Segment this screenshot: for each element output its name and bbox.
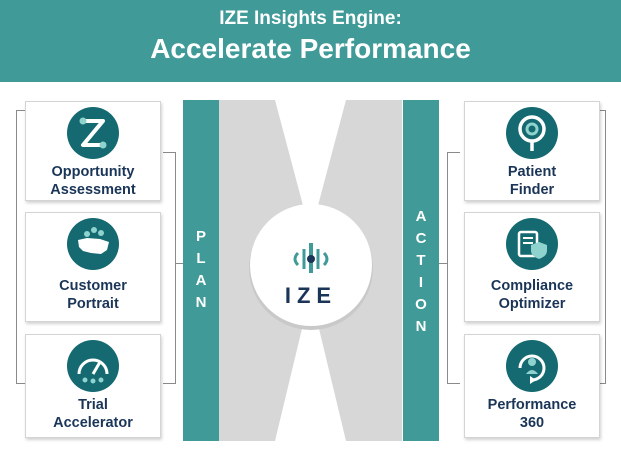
shield-pill-icon xyxy=(506,218,558,270)
card-title-line1: Opportunity xyxy=(51,164,135,180)
left-connector xyxy=(175,263,183,264)
action-letter: T xyxy=(416,252,426,269)
ize-signal-icon xyxy=(293,243,329,273)
person-cycle-icon xyxy=(506,340,558,392)
card-title-line2: Portrait xyxy=(67,296,119,312)
right-connector xyxy=(439,263,447,264)
card-patient-finder[interactable]: Patient Finder xyxy=(464,101,600,201)
card-performance-360[interactable]: Performance 360 xyxy=(464,334,600,438)
card-title-line2: Assessment xyxy=(50,182,136,198)
card-compliance-optimizer[interactable]: Compliance Optimizer xyxy=(464,212,600,322)
left-inner-bracket xyxy=(163,152,176,384)
plan-letter: A xyxy=(195,272,207,289)
action-letter: O xyxy=(415,296,427,313)
card-title-line1: Patient xyxy=(507,164,557,180)
action-letter: N xyxy=(415,318,427,335)
card-customer-portrait[interactable]: Customer Portrait xyxy=(25,212,161,322)
action-letter: I xyxy=(418,274,424,291)
right-inner-bracket xyxy=(447,152,460,384)
plan-letter: N xyxy=(195,294,207,311)
header-banner: IZE Insights Engine: Accelerate Performa… xyxy=(0,0,621,82)
opportunity-z-icon xyxy=(67,107,119,159)
card-title-line1: Compliance xyxy=(490,278,574,294)
right-outer-bracket xyxy=(597,110,606,384)
header-title: Accelerate Performance xyxy=(150,33,471,64)
ize-logo: IZE xyxy=(251,205,371,325)
action-letter: A xyxy=(415,208,427,225)
card-title-line1: Trial xyxy=(78,397,108,413)
target-pin-icon xyxy=(506,107,558,159)
card-title-line2: 360 xyxy=(519,415,545,431)
us-map-pins-icon xyxy=(67,218,119,270)
plan-letter: P xyxy=(195,228,206,245)
card-title-line1: Performance xyxy=(487,397,577,413)
card-trial-accelerator[interactable]: Trial Accelerator xyxy=(25,334,161,438)
header-subtitle: IZE Insights Engine: xyxy=(219,8,402,29)
card-title-line1: Customer xyxy=(59,278,127,294)
card-title-line2: Optimizer xyxy=(498,296,566,312)
card-title-line2: Finder xyxy=(509,182,555,198)
action-bar: A C T I O N xyxy=(403,100,439,441)
card-title-line2: Accelerator xyxy=(53,415,133,431)
speedometer-people-icon xyxy=(67,340,119,392)
action-letter: C xyxy=(415,230,427,247)
card-opportunity-assessment[interactable]: Opportunity Assessment xyxy=(25,101,161,201)
plan-letter: L xyxy=(196,250,206,267)
plan-bar: P L A N xyxy=(183,100,219,441)
left-outer-bracket xyxy=(16,110,25,384)
ize-logo-text: IZE xyxy=(284,283,338,308)
